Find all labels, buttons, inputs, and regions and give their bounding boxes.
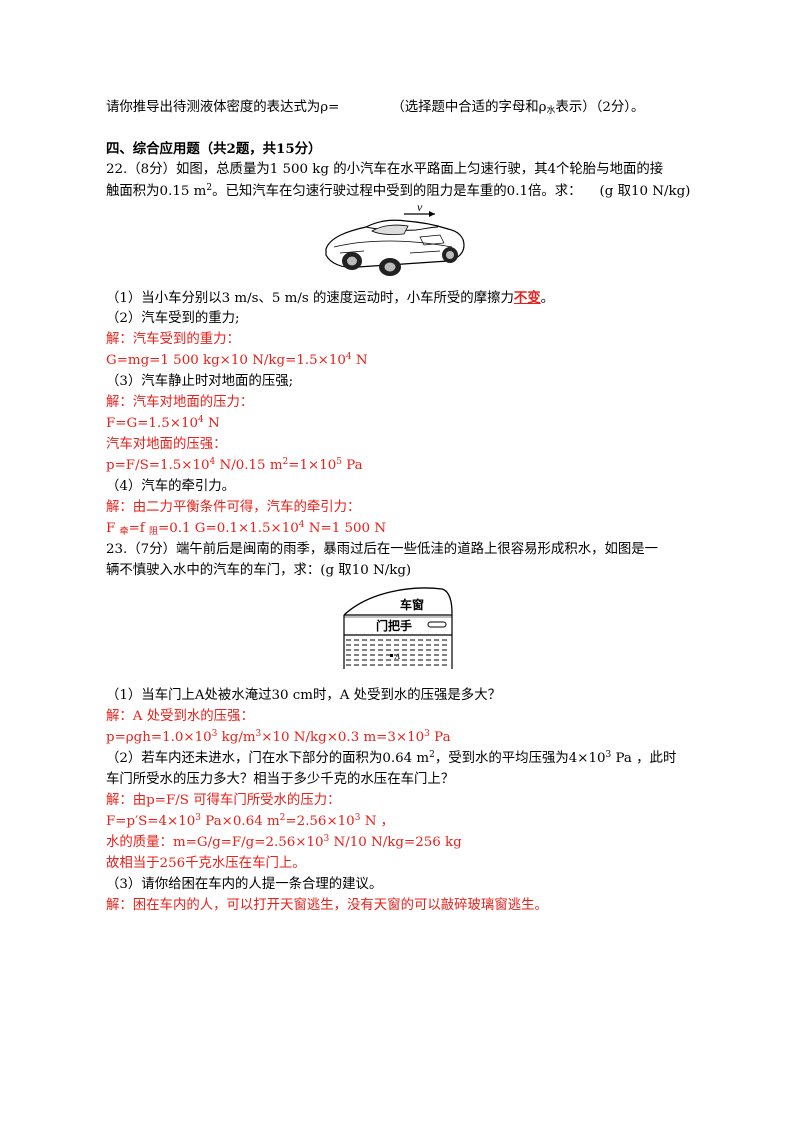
q23-p2-s2-d: N ， [360, 814, 395, 829]
rho-symbol: ρ= [320, 100, 340, 115]
q22-part-3-question: （3）汽车静止时对地面的压强; [106, 374, 294, 389]
q23-p2-s2-a: F=p′S=4×10 [106, 814, 196, 829]
intro-text: 请你推导出待测液体密度的表达式为 [106, 100, 321, 115]
q23-line-1: 23.（7分）端午前后是闽南的雨季，暴雨过后在一些低洼的道路上很容易形成积水，如… [106, 542, 659, 557]
window-label: 车窗 [400, 597, 424, 612]
q23-p2-q1-sup2: 3 [605, 750, 612, 760]
car-door-figure: 车窗 门把手 A [338, 583, 458, 671]
q22-p4-sub1: 牵 [119, 527, 129, 537]
q22-p1-end: 。 [540, 291, 555, 306]
water-subscript: 水 [546, 106, 556, 116]
q22-line-1: 22.（8分）如图，总质量为1 500 kg 的小汽车在水平路面上匀速行驶，其4… [106, 162, 664, 177]
q22-part-2-question: （2）汽车受到的重力; [106, 311, 240, 326]
q23-p1-s2-c: ×10 N/kg×0.3 m=3×10 [261, 730, 425, 745]
q23-part-2-question-1: （2）若车内还未进水，门在水下部分的面积为0.64 m2，受到水的平均压强为4×… [106, 749, 676, 769]
point-a-label: A [394, 652, 400, 661]
q22-p3-s4-sup1: 4 [209, 457, 216, 467]
q23-part-2-solution-1: 解：由p=F/S 可得车门所受水的压力： [106, 793, 341, 808]
q23-p2-s2-sup3: 3 [354, 813, 361, 823]
q23-p2-s2-sup2: 2 [279, 813, 286, 823]
q23-part-2-solution-2: F=p′S=4×103 Pa×0.64 m2=2.56×103 N ， [106, 812, 394, 832]
q23-p2-q1-sup1: 2 [429, 750, 435, 760]
car-figure: v [320, 197, 470, 279]
velocity-label: v [417, 200, 423, 214]
q23-part-1-solution-1: 解：A 处受到水的压强： [106, 709, 254, 724]
q23-line-2: 辆不慎驶入水中的汽车的车门，求：(g 取10 N/kg) [106, 563, 412, 578]
q23-part-1-solution-2: p=ρgh=1.0×103 kg/m3×10 N/kg×0.3 m=3×103 … [106, 728, 451, 748]
intro-text-3: 表示）（2分）。 [555, 100, 645, 115]
q23-p2-q1-c: Pa ，此时 [611, 751, 677, 766]
q23-p2-s2-b: Pa×0.64 m [201, 814, 280, 829]
q23-p2-s2-c: =2.56×10 [285, 814, 355, 829]
q22-p2-s2-a: G=mg=1 500 kg×10 N/kg=1.5×10 [106, 353, 346, 368]
q22-p3-s4-sup3: 5 [336, 457, 343, 467]
point-a-marker [390, 654, 393, 657]
q22-p3-s2-b: N [203, 416, 220, 431]
q23-p2-s3-sup: 3 [323, 834, 330, 844]
q22-p4-s2-b: =f [128, 521, 150, 536]
q22-part-2-solution-2: G=mg=1 500 kg×10 N/kg=1.5×104 N [106, 351, 368, 371]
q23-part-1-question: （1）当车门上A处被水淹过30 cm时，A 处受到水的压强是多大？ [106, 688, 501, 703]
q22-p3-s4-b: N/0.15 m [215, 458, 283, 473]
q22-p2-s2-b: N [351, 353, 368, 368]
q23-p1-s2-d: Pa [429, 730, 451, 745]
q22-part-3-solution-1: 解：汽车对地面的压力： [106, 395, 254, 410]
q22-p1-text: （1）当小车分别以3 m/s、5 m/s 的速度运动时，小车所受的摩擦力 [106, 291, 514, 306]
q22-part-3-solution-3: 汽车对地面的压强： [106, 437, 227, 452]
q22-part-3-solution-2: F=G=1.5×104 N [106, 414, 220, 434]
q22-p1-answer: 不变 [513, 290, 541, 306]
q22-p2-sup: 4 [345, 352, 352, 362]
q23-p2-s3-b: N/10 N/kg=256 kg [329, 835, 462, 850]
q22-line-2-a: 触面积为0.15 m [106, 184, 207, 199]
q22-part-3-solution-4: p=F/S=1.5×104 N/0.15 m2=1×105 Pa [106, 456, 363, 476]
q22-sup: 2 [206, 183, 213, 193]
q23-p2-s3-a: 水的质量：m=G/g=F/g=2.56×10 [106, 835, 324, 850]
q22-p3-s4-sup2: 2 [282, 457, 289, 467]
q22-p3-s2-a: F=G=1.5×10 [106, 416, 198, 431]
q23-part-2-solution-3: 水的质量：m=G/g=F/g=2.56×103 N/10 N/kg=256 kg [106, 833, 462, 853]
q22-line-2: 触面积为0.15 m2。已知汽车在匀速行驶过程中受到的阻力是车重的0.1倍。求：… [106, 182, 690, 202]
intro-line: 请你推导出待测液体密度的表达式为ρ= （选择题中合适的字母和ρ水表示）（2分）。 [106, 98, 644, 118]
q22-p3-sup: 4 [197, 415, 204, 425]
q23-p2-s2-sup1: 3 [195, 813, 202, 823]
q22-p4-sub2: 阻 [149, 527, 159, 537]
car-door-drawing: 车窗 门把手 A [343, 587, 453, 669]
car-drawing: v [325, 200, 465, 276]
q22-p3-s4-a: p=F/S=1.5×10 [106, 458, 210, 473]
q23-p1-sup1: 3 [211, 729, 218, 739]
q23-p2-q1-a: （2）若车内还未进水，门在水下部分的面积为0.64 m [106, 751, 430, 766]
q22-p4-s2-a: F [106, 521, 120, 536]
handle-label: 门把手 [376, 618, 412, 633]
q23-p1-s2-b: kg/m [217, 730, 256, 745]
q22-p3-s4-d: Pa [342, 458, 363, 473]
q23-part-3-question: （3）请你给困在车内的人提一条合理的建议。 [106, 877, 383, 892]
q22-part-4-solution-1: 解：由二力平衡条件可得，汽车的牵引力： [106, 500, 361, 515]
rho-water: ρ [538, 100, 547, 115]
q23-part-2-question-2: 车门所受水的压力多大？相当于多少千克的水压在车门上？ [106, 772, 455, 787]
q22-part-4-solution-2: F 牵=f 阻=0.1 G=0.1×1.5×104 N=1 500 N [106, 519, 386, 539]
q22-part-1: （1）当小车分别以3 m/s、5 m/s 的速度运动时，小车所受的摩擦力不变。 [106, 288, 554, 309]
q22-p4-s2-c: =0.1 G=0.1×1.5×10 [158, 521, 299, 536]
q23-p1-s2-a: p=ρgh=1.0×10 [106, 730, 212, 745]
q22-p3-s4-c: =1×10 [288, 458, 337, 473]
q23-part-3-solution-1: 解：困在车内的人，可以打开天窗逃生，没有天窗的可以敲碎玻璃窗逃生。 [106, 898, 548, 913]
q23-p2-q1-b: ，受到水的平均压强为4×10 [434, 751, 606, 766]
intro-text-2: （选择题中合适的字母和 [391, 100, 539, 115]
q23-p1-sup2: 3 [255, 729, 262, 739]
q23-part-2-solution-4: 故相当于256千克水压在车门上。 [106, 856, 306, 871]
q22-part-4-question: （4）汽车的牵引力。 [106, 479, 236, 494]
q22-p4-sup: 4 [298, 520, 305, 530]
q22-p4-s2-d: N=1 500 N [304, 521, 387, 536]
q22-part-2-solution-1: 解：汽车受到的重力： [106, 332, 240, 347]
q22-line-2-b: 。已知汽车在匀速行驶过程中受到的阻力是车重的0.1倍。求： [212, 184, 582, 199]
section-title: 四、综合应用题（共2题，共15分） [106, 141, 322, 157]
q22-g-value: (g 取10 N/kg) [599, 184, 691, 199]
q23-p1-sup3: 3 [424, 729, 430, 739]
